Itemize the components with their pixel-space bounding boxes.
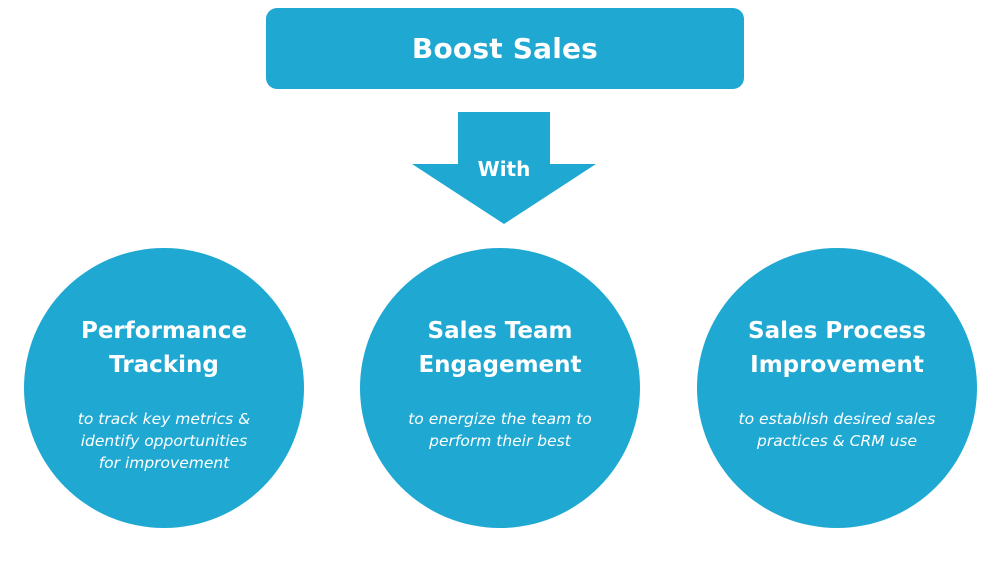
pillar-description-line: practices & CRM use: [756, 432, 918, 450]
pillar-description-line: to establish desired sales: [738, 410, 936, 428]
pillar-sales-process-improvement: Sales Process Improvement to establish d…: [697, 248, 977, 528]
pillar-title-line: Engagement: [418, 352, 582, 378]
pillar-performance-tracking: Performance Tracking to track key metric…: [24, 248, 304, 528]
pillar-title-line: Improvement: [750, 352, 924, 378]
pillar-description: to establish desired sales practices & C…: [727, 408, 947, 452]
pillar-title: Sales Process Improvement: [707, 314, 967, 382]
pillar-description-line: to track key metrics &: [77, 410, 251, 428]
pillar-title-line: Performance: [80, 318, 248, 344]
arrow-down-icon: [412, 112, 596, 224]
pillar-title: Sales Team Engagement: [370, 314, 630, 382]
pillar-title-line: Tracking: [109, 352, 219, 378]
pillar-title-line: Sales Process: [748, 318, 926, 344]
pillar-description-line: perform their best: [429, 432, 571, 450]
pillar-description: to track key metrics & identify opportun…: [54, 408, 274, 474]
pillar-title: Performance Tracking: [34, 314, 294, 382]
pillar-description-line: for improvement: [98, 454, 230, 472]
pillar-description-line: identify opportunities: [80, 432, 248, 450]
goal-box: Boost Sales: [266, 8, 744, 89]
pillar-description-line: to energize the team to: [408, 410, 592, 428]
pillar-sales-team-engagement: Sales Team Engagement to energize the te…: [360, 248, 640, 528]
connector-label: With: [477, 157, 531, 181]
arrow-shape: [412, 112, 596, 224]
pillar-title-line: Sales Team: [427, 318, 573, 344]
pillar-description: to energize the team to perform their be…: [390, 408, 610, 452]
goal-title: Boost Sales: [411, 32, 599, 65]
